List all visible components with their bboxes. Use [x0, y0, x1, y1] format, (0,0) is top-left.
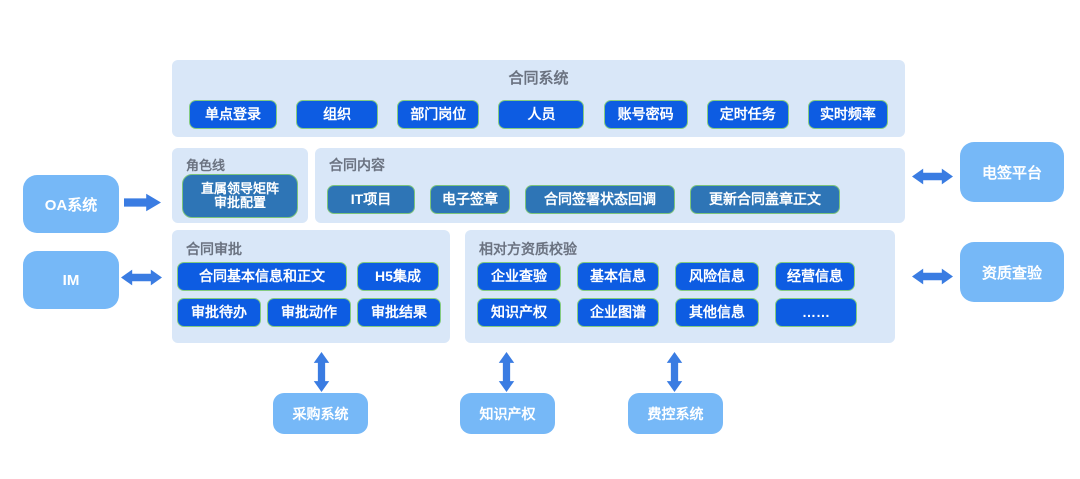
node-single-sign-on: 单点登录	[189, 100, 277, 129]
node-update-contract-sealed-text: 更新合同盖章正文	[690, 185, 840, 214]
node-h5-integration: H5集成	[357, 262, 439, 291]
node-risk-info: 风险信息	[675, 262, 759, 291]
contract-approval-rows: 合同基本信息和正文 H5集成 审批待办 审批动作 审批结果	[177, 262, 445, 327]
node-scheduled-task: 定时任务	[706, 100, 789, 129]
contract-system-panel: 合同系统 单点登录 组织 部门岗位 人员 账号密码 定时任务 实时频率	[172, 60, 905, 137]
verify-ip-vertical-double-arrow-icon	[495, 352, 518, 392]
node-realtime-frequency: 实时频率	[807, 100, 888, 129]
verify-qualification-double-arrow-icon	[912, 265, 953, 288]
counterparty-qualification-panel-title: 相对方资质校验	[479, 241, 577, 257]
node-approval-todo: 审批待办	[177, 298, 261, 327]
node-basic-info: 基本信息	[577, 262, 659, 291]
contract-system-panel-title: 合同系统	[508, 70, 569, 87]
node-enterprise-graph: 企业图谱	[577, 298, 659, 327]
node-department-post: 部门岗位	[397, 100, 480, 129]
counterparty-qualification-rows: 企业查验 基本信息 风险信息 经营信息 知识产权 企业图谱 其他信息 ……	[477, 262, 857, 327]
external-oa-system-box: OA系统	[23, 175, 119, 233]
node-organization: 组织	[296, 100, 379, 129]
node-contract-sign-status-callback: 合同签署状态回调	[525, 185, 675, 214]
external-intellectual-property-box: 知识产权	[460, 393, 555, 434]
node-business-info: 经营信息	[775, 262, 855, 291]
node-personnel: 人员	[498, 100, 585, 129]
external-qualification-check-box: 资质查验	[960, 242, 1064, 302]
external-expense-control-system-box: 费控系统	[628, 393, 723, 434]
content-esign-double-arrow-icon	[912, 165, 953, 188]
node-intellectual-property: 知识产权	[477, 298, 561, 327]
node-direct-leader-matrix-approval-config: 直属领导矩阵 审批配置	[182, 174, 298, 218]
contract-approval-row-1: 合同基本信息和正文 H5集成	[177, 262, 445, 291]
contract-approval-panel-title: 合同审批	[186, 241, 242, 257]
im-approval-double-arrow-icon	[121, 266, 162, 289]
contract-content-button-row: IT项目 电子签章 合同签署状态回调 更新合同盖章正文	[327, 185, 840, 214]
node-ellipsis-more: ……	[775, 298, 857, 327]
qualification-row-2: 知识产权 企业图谱 其他信息 ……	[477, 298, 857, 327]
node-other-info: 其他信息	[675, 298, 759, 327]
oa-to-role-right-arrow-icon	[124, 191, 161, 214]
qualification-row-1: 企业查验 基本信息 风险信息 经营信息	[477, 262, 857, 291]
external-procurement-system-box: 采购系统	[273, 393, 368, 434]
node-account-password: 账号密码	[603, 100, 688, 129]
role-line-panel: 角色线 直属领导矩阵 审批配置	[172, 148, 308, 223]
contract-approval-panel: 合同审批 合同基本信息和正文 H5集成 审批待办 审批动作 审批结果	[172, 230, 450, 343]
contract-approval-row-2: 审批待办 审批动作 审批结果	[177, 298, 445, 327]
approval-procurement-vertical-double-arrow-icon	[310, 352, 333, 392]
node-electronic-seal: 电子签章	[430, 185, 510, 214]
node-contract-basic-info-and-text: 合同基本信息和正文	[177, 262, 347, 291]
node-approval-action: 审批动作	[267, 298, 351, 327]
counterparty-qualification-panel: 相对方资质校验 企业查验 基本信息 风险信息 经营信息 知识产权 企业图谱 其他…	[465, 230, 895, 343]
role-line-panel-title: 角色线	[186, 158, 226, 173]
contract-content-panel: 合同内容 IT项目 电子签章 合同签署状态回调 更新合同盖章正文	[315, 148, 905, 223]
external-im-box: IM	[23, 251, 119, 309]
contract-content-panel-title: 合同内容	[329, 157, 385, 173]
verify-expense-vertical-double-arrow-icon	[663, 352, 686, 392]
contract-system-button-row: 单点登录 组织 部门岗位 人员 账号密码 定时任务 实时频率	[189, 100, 888, 129]
external-esign-platform-box: 电签平台	[960, 142, 1064, 202]
node-it-project: IT项目	[327, 185, 415, 214]
node-enterprise-check: 企业查验	[477, 262, 561, 291]
node-approval-result: 审批结果	[357, 298, 441, 327]
